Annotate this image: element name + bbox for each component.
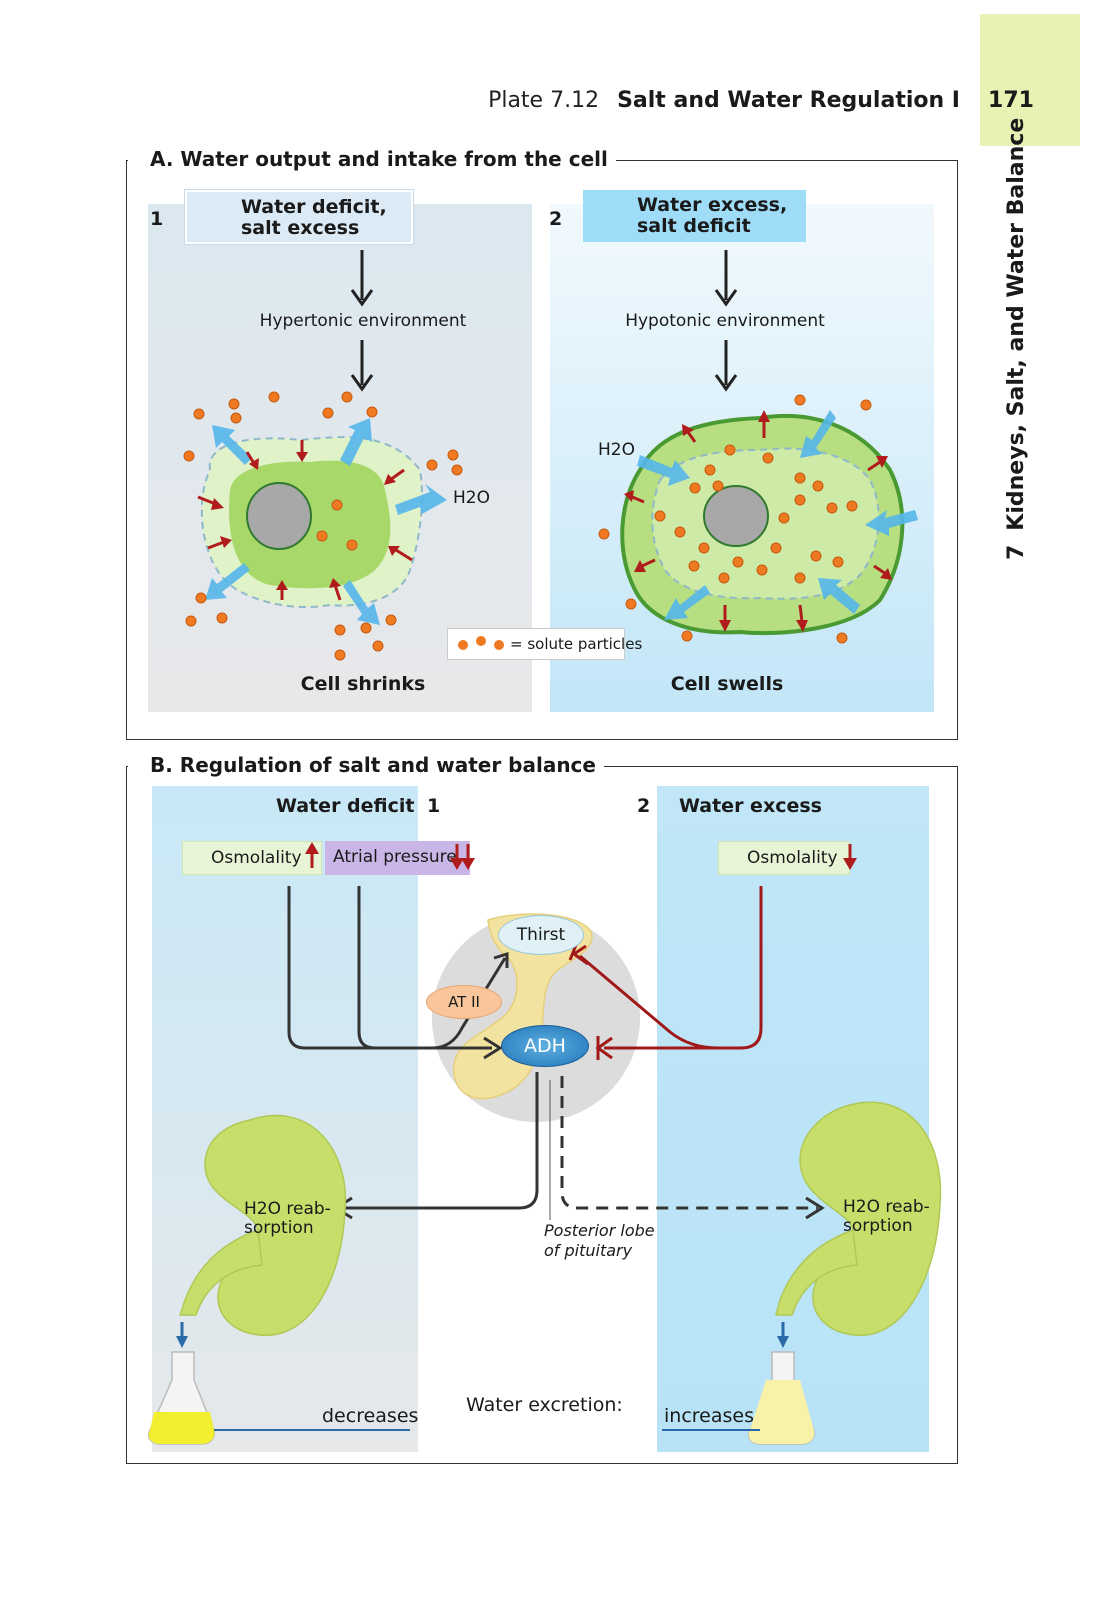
section-b-illustration	[148, 842, 942, 1445]
water-out-arrows	[205, 418, 447, 625]
shrinking-cell	[200, 436, 423, 609]
thirst-node: Thirst	[498, 915, 584, 955]
page-number: 171	[988, 88, 1034, 113]
right-kidney	[775, 1101, 942, 1336]
arrow-to-thirst-head	[493, 951, 509, 968]
right-reabsorption-line1: H2O reab-	[843, 1197, 930, 1217]
panel-a1-condition-line2: salt excess	[241, 217, 360, 239]
panel-a1-environment: Hypertonic environment	[259, 311, 467, 331]
panel-a1-result: Cell shrinks	[300, 673, 426, 695]
pituitary-gland	[453, 913, 593, 1100]
pituitary-line1: Posterior lobe	[544, 1221, 655, 1240]
panel-a1-condition-box: Water deficit, salt excess	[185, 190, 413, 244]
section-a-title: A. Water output and intake from the cell	[128, 147, 616, 171]
pituitary-label: Posterior lobe of pituitary	[544, 1221, 655, 1261]
shrink-red-arrows	[197, 440, 413, 601]
pituitary-line2: of pituitary	[544, 1241, 633, 1260]
adh-to-right-kidney	[560, 1076, 818, 1210]
at2-node: AT II	[426, 985, 502, 1019]
osmolality-up-arrow	[305, 842, 319, 868]
section-b-title: B. Regulation of salt and water balance	[128, 753, 604, 777]
inhibit-adh-head	[595, 1036, 613, 1060]
panel-a2-condition-box: Water excess, salt deficit	[583, 190, 806, 242]
water-excess-heading: Water excess	[679, 795, 822, 817]
legend-particles-icon	[458, 636, 504, 650]
water-deficit-heading: Water deficit	[276, 795, 415, 817]
panel-a2-condition-line2: salt deficit	[637, 215, 751, 237]
left-urine-arrow	[176, 1322, 188, 1348]
water-excretion-label: Water excretion:	[466, 1394, 623, 1416]
solute-particles	[183, 391, 872, 661]
right-urine-arrow	[777, 1322, 789, 1348]
panel-a1-condition-line1: Water deficit,	[241, 196, 387, 218]
atrial-pressure-label: Atrial pressure	[333, 847, 457, 867]
adh-node: ADH	[501, 1025, 589, 1067]
panel-a1-number: 1	[150, 208, 164, 230]
osmolality-label-left: Osmolality	[211, 848, 302, 868]
increases-label: increases	[664, 1405, 754, 1427]
water-in-arrows	[637, 410, 918, 620]
osmolality-down-arrow	[843, 844, 857, 870]
thirst-label: Thirst	[516, 925, 566, 945]
section-a-illustration	[183, 250, 918, 661]
plate-heading: Plate 7.12 Salt and Water Regulation I	[480, 88, 960, 113]
panel-b1-number: 1	[427, 795, 441, 817]
adh-to-left-kidney	[340, 1072, 539, 1210]
legend-text: = solute particles	[510, 635, 643, 653]
left-kidney	[178, 1114, 347, 1336]
panel-b2-number: 2	[637, 795, 651, 817]
osmolality-label-right: Osmolality	[747, 848, 838, 868]
water-label-a1: H2O	[453, 488, 490, 508]
arrow-to-adh-head	[483, 1036, 503, 1060]
right-flask	[748, 1351, 816, 1445]
osmolality-increase-tag: Osmolality	[182, 841, 322, 875]
adh-label: ADH	[524, 1035, 566, 1057]
left-flask	[148, 1351, 216, 1445]
decreases-label: decreases	[322, 1405, 419, 1427]
panel-a2-environment: Hypotonic environment	[625, 311, 825, 331]
left-reabsorption-line2: sorption	[244, 1218, 314, 1238]
panel-a2-condition-line1: Water excess,	[637, 194, 788, 216]
atrial-down-arrows	[450, 844, 475, 870]
excess-pathway-lines	[579, 886, 763, 1050]
swell-red-arrows	[624, 410, 892, 632]
water-label-a2: H2O	[598, 440, 635, 460]
left-reabsorption-label: H2O reab- sorption	[244, 1200, 331, 1238]
at2-label: AT II	[448, 993, 480, 1011]
deficit-pathway-lines	[287, 886, 507, 1050]
plate-number: Plate 7.12	[488, 88, 600, 113]
osmolality-decrease-tag: Osmolality	[718, 841, 850, 875]
swelling-cell	[620, 413, 905, 636]
plate-title: Salt and Water Regulation I	[617, 88, 960, 113]
chapter-tab	[980, 14, 1080, 146]
panel-a2-number: 2	[549, 208, 563, 230]
panel-a2-result: Cell swells	[670, 673, 784, 695]
left-reabsorption-line1: H2O reab-	[244, 1199, 331, 1219]
atrial-pressure-tag: Atrial pressure	[325, 841, 470, 875]
legend-box: = solute particles	[447, 628, 642, 660]
right-reabsorption-line2: sorption	[843, 1216, 913, 1236]
right-reabsorption-label: H2O reab- sorption	[843, 1198, 930, 1236]
